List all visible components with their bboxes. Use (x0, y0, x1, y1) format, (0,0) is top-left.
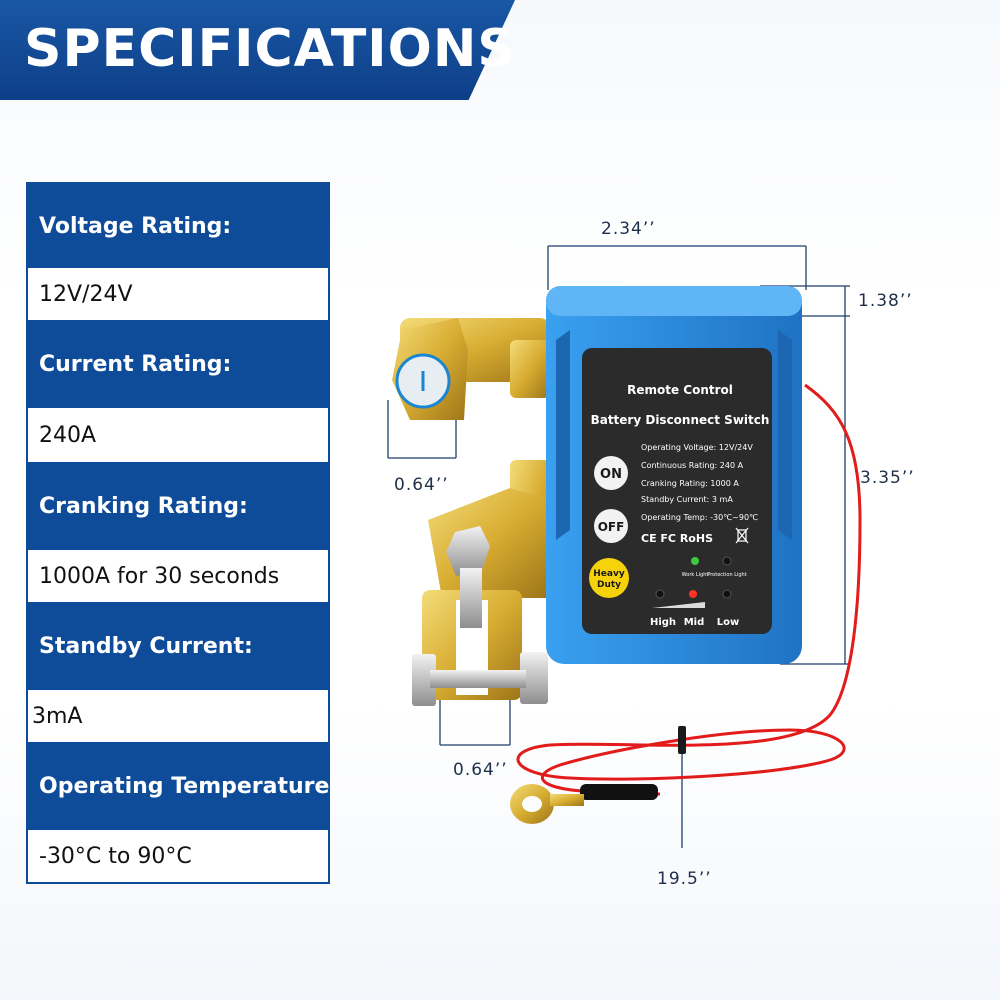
panel-spec-line: Operating Voltage: 12V/24V (641, 443, 753, 452)
dim-height-label: 3.35’’ (860, 468, 915, 488)
weee-bin-icon (735, 527, 749, 544)
work-light-indicator (691, 557, 699, 565)
dim-width-label: 2.34’’ (601, 219, 656, 239)
heavy-duty-line1: Heavy (593, 569, 625, 579)
off-button-label: OFF (598, 520, 625, 534)
spec-label-current: Current Rating: (28, 320, 328, 408)
spec-label-voltage: Voltage Rating: (28, 184, 328, 268)
title-banner (0, 0, 515, 100)
battery-disconnect-switch-illustration: Remote Control Battery Disconnect Switch… (392, 286, 862, 824)
spec-value-current: 240A (28, 408, 328, 462)
spec-label-temperature: Operating Temperature: (28, 742, 338, 830)
dim-depth-label: 1.38’’ (858, 291, 913, 311)
level-indicator (652, 589, 732, 608)
on-button-label: ON (600, 467, 622, 482)
dim-top-post-label: 0.64’’ (394, 475, 449, 495)
level-high-label: High (650, 617, 676, 628)
top-terminal-icon (392, 318, 550, 420)
panel-spec-line: Operating Temp: -30℃~90℃ (641, 513, 758, 522)
spec-label-cranking: Cranking Rating: (28, 462, 328, 550)
spec-value-cranking: 1000A for 30 seconds (28, 550, 328, 602)
heat-shrink-sleeve (580, 784, 658, 800)
panel-spec-line: Continuous Rating: 240 A (641, 461, 744, 470)
protection-light-indicator (722, 556, 732, 566)
panel-spec-line: Standby Current: 3 mA (641, 495, 733, 504)
panel-title-line2: Battery Disconnect Switch (591, 413, 770, 427)
level-low-label: Low (717, 617, 739, 628)
level-mid-label: Mid (684, 617, 705, 628)
spec-value-voltage: 12V/24V (28, 268, 328, 320)
heavy-duty-badge: Heavy Duty (589, 558, 629, 598)
dim-bottom-post-label: 0.64’’ (453, 760, 508, 780)
page-title: SPECIFICATIONS (24, 19, 516, 79)
cable-tie (678, 726, 686, 754)
on-button[interactable]: ON (594, 456, 628, 490)
spec-value-temperature: -30°C to 90°C (28, 830, 328, 882)
spec-value-standby: 3mA (28, 690, 328, 742)
off-button[interactable]: OFF (594, 509, 628, 543)
dim-wire-label: 19.5’’ (657, 869, 712, 889)
bottom-clamp-icon (412, 460, 550, 706)
certification-marks: CE FC RoHS (641, 532, 713, 545)
work-light-label: Work Light (682, 572, 709, 578)
spec-table: Voltage Rating: 12V/24V Current Rating: … (26, 182, 338, 884)
ring-terminal-icon (510, 784, 584, 824)
heavy-duty-line2: Duty (597, 580, 621, 590)
protection-light-label: Protection Light (707, 572, 746, 578)
panel-spec-line: Cranking Rating: 1000 A (641, 479, 739, 488)
spec-label-standby: Standby Current: (28, 602, 328, 690)
panel-title-line1: Remote Control (627, 383, 733, 397)
